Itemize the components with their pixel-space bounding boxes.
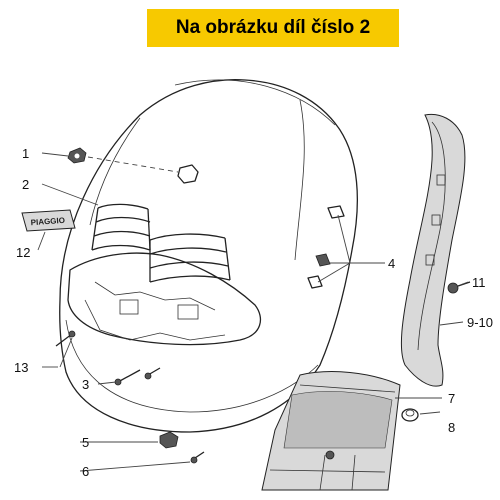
callout-8: 8 xyxy=(448,420,455,435)
leader-lines xyxy=(37,152,469,472)
side-trim-strip xyxy=(400,113,466,387)
grille-slats xyxy=(91,203,231,283)
callout-7: 7 xyxy=(448,391,455,406)
part-number-banner: Na obrázku díl číslo 2 xyxy=(147,9,399,47)
screws-part-3 xyxy=(114,367,161,386)
lower-grille-panel xyxy=(261,371,401,491)
clip-parts-4 xyxy=(307,205,345,289)
callout-11: 11 xyxy=(472,275,486,290)
callout-3: 3 xyxy=(82,377,89,392)
callout-12: 12 xyxy=(16,245,30,260)
grommet-part-8 xyxy=(401,408,419,422)
nut-on-shield xyxy=(177,164,199,184)
callout-6: 6 xyxy=(82,464,89,479)
nut-part-5 xyxy=(159,431,179,449)
callout-1: 1 xyxy=(22,146,29,161)
piaggio-emblem: PIAGGIO xyxy=(21,209,76,232)
screw-part-11 xyxy=(447,281,471,294)
callout-5: 5 xyxy=(82,435,89,450)
callout-2: 2 xyxy=(22,177,29,192)
emblem-lettering: PIAGGIO xyxy=(30,216,65,227)
screw-part-6 xyxy=(190,451,205,464)
nut-part-1 xyxy=(67,147,87,164)
screw-part-13 xyxy=(55,330,76,347)
banner-text: Na obrázku díl číslo 2 xyxy=(175,17,371,38)
callout-9-10: 9-10 xyxy=(467,315,493,330)
callout-13: 13 xyxy=(14,360,28,375)
callout-4: 4 xyxy=(388,256,395,271)
